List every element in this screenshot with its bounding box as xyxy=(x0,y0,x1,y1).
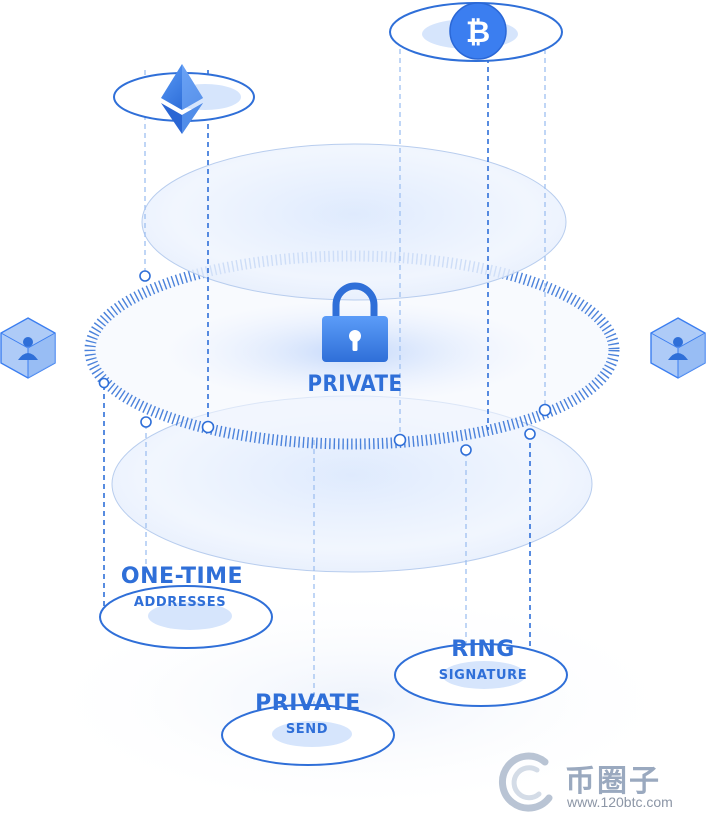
ring-signature-pad xyxy=(394,643,568,707)
bitcoin-icon: ₿ xyxy=(449,2,507,60)
padlock-icon xyxy=(322,282,388,362)
one-time-subtitle: ADDRESSES xyxy=(133,595,227,610)
connector-dots xyxy=(98,270,552,456)
private-send-subtitle: SEND xyxy=(285,722,329,737)
watermark: 币圈子 www.120btc.com xyxy=(493,748,698,818)
watermark-url: www.120btc.com xyxy=(567,794,673,810)
cube-user-icon xyxy=(0,317,56,379)
watermark-brand: 币圈子 xyxy=(565,764,661,799)
cube-user-icon xyxy=(650,317,706,379)
svg-text:₿: ₿ xyxy=(466,15,490,50)
ring-subtitle: SIGNATURE xyxy=(438,668,528,683)
ethereum-coin xyxy=(113,64,255,134)
watermark-logo-icon xyxy=(498,752,553,812)
center-label: PRIVATE xyxy=(307,372,403,397)
one-time-pad xyxy=(99,585,273,649)
private-send-title: PRIVATE xyxy=(255,691,361,716)
bitcoin-coin: ₿ xyxy=(389,2,563,62)
ethereum-icon xyxy=(161,64,203,134)
top-disc xyxy=(141,143,567,301)
private-send-pad xyxy=(221,704,395,766)
connector-lines xyxy=(103,40,546,720)
ring-title: RING xyxy=(451,637,515,662)
one-time-title: ONE-TIME xyxy=(120,564,244,589)
